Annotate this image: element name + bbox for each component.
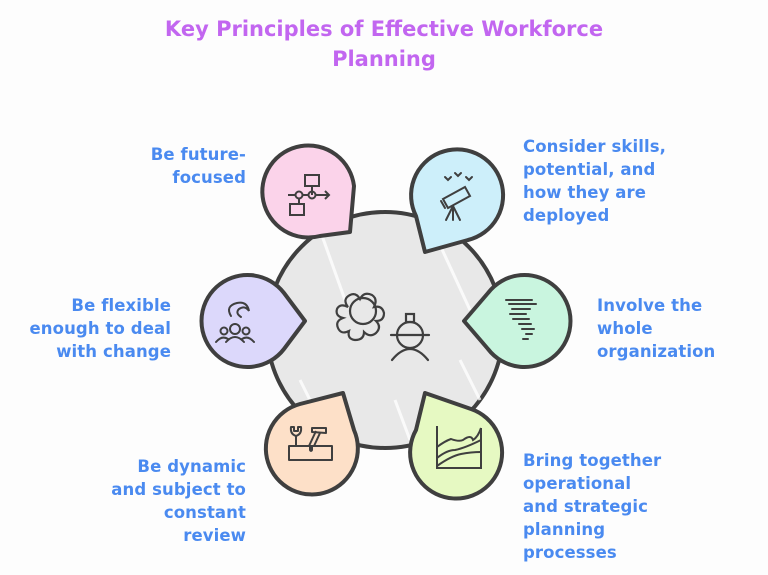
- label-future-focused: Be future- focused: [150, 145, 246, 187]
- area-chart-icon: [436, 426, 482, 469]
- flowchart-icon: [288, 174, 331, 216]
- telescope-icon: [440, 172, 473, 221]
- label-dynamic: Be dynamic and subject to constant revie…: [111, 457, 246, 545]
- diagram-title: Key Principles of Effective Workforce Pl…: [0, 14, 768, 74]
- label-bring-together: Bring together operational and strategic…: [523, 451, 662, 562]
- petal-flexible: [199, 273, 307, 369]
- petal-involve: [462, 273, 573, 369]
- petal-skills: [409, 147, 506, 254]
- label-involve: Involve the whole organization: [597, 296, 716, 361]
- petal-dynamic: [263, 391, 360, 497]
- label-skills: Consider skills, potential, and how they…: [523, 137, 667, 225]
- title-line-2: Planning: [332, 47, 436, 71]
- gear-worker-icon: [335, 292, 431, 362]
- tornado-icon: [505, 299, 537, 340]
- toolbox-icon: [288, 426, 333, 461]
- label-flexible: Be flexible enough to deal with change: [29, 296, 171, 361]
- title-line-1: Key Principles of Effective Workforce: [164, 17, 604, 41]
- petal-future-focused: [260, 143, 356, 240]
- center-hub: [265, 210, 505, 450]
- people-group-icon: [215, 301, 255, 343]
- petal-bring-together: [408, 391, 505, 501]
